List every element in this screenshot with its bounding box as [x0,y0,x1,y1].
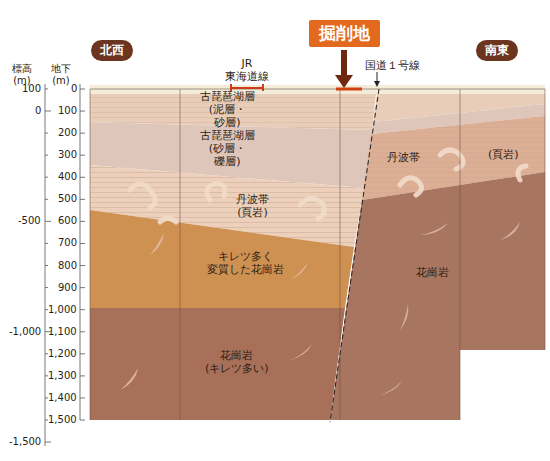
axis-tick [45,419,48,420]
axis-tick [80,309,85,310]
axis-label: 300 [58,149,77,161]
axis-label: -500 [18,215,41,227]
axis-label: 0 [35,105,41,117]
axis-tick [80,397,85,398]
node-text: 南東 [485,43,509,57]
axis-tick [80,420,85,421]
axis-tick [45,155,48,156]
axis-tick [80,111,85,112]
direction-badge: 南東 [476,40,518,61]
axis-label: -1,500 [9,436,41,448]
axis-label: 1,100 [48,326,77,338]
layer-label: 国道１号線 [365,59,420,72]
axis-label: 1,500 [48,414,77,426]
axis-tick [45,221,51,222]
axis-tick [80,155,85,156]
axis-tick [80,221,85,222]
direction-badge: 北西 [91,40,133,61]
axis-label: 1,400 [48,392,77,404]
axis-tick [45,88,48,89]
site-label-box: 掘削地 [309,20,380,47]
axis-tick [45,111,51,112]
axis-label: 600 [58,215,77,227]
axis-tick [45,199,48,200]
axis-label: 800 [58,260,77,272]
axis-tick [45,353,48,354]
layer-label: 古琵琶湖層 (砂層・礫層) [200,129,255,169]
axis-label: 1,200 [48,348,77,360]
axis-label: 0 [71,83,77,95]
axis-tick [45,243,48,244]
axis-label: -1,000 [9,326,41,338]
axis-label: 700 [58,237,77,249]
axis-label: 200 [58,127,77,139]
axis-label: 400 [58,171,77,183]
axis-tick [45,287,48,288]
axis-tick [80,177,85,178]
axis-tick [45,375,48,376]
axis-tick [45,309,48,310]
axis-tick [80,287,85,288]
layer-label: キレツ多く 変質した花崗岩 [207,250,284,276]
axis-tick [80,243,85,244]
axis-label: 1,000 [48,304,77,316]
axis-tick [80,199,85,200]
layer-label: JR 東海道線 [225,57,269,83]
axis-tick [80,353,85,354]
axis-tick [45,265,48,266]
layer-label: 花崗岩 (キレツ多い) [205,349,269,375]
layer-label: 丹波帯 (頁岩) [236,193,269,219]
layer-label: 古琵琶湖層 (泥層・砂層) [200,90,255,130]
axis-label: 500 [58,193,77,205]
axis-tick [45,397,48,398]
axis-tick [80,265,85,266]
layer-label: 花崗岩 [416,266,449,279]
layer-label: (頁岩) [488,148,519,161]
axis-tick [80,375,85,376]
axis-tick [80,89,85,90]
axis-tick [80,331,85,332]
axis-tick [80,133,85,134]
axis-label: 900 [58,282,77,294]
node-text: 北西 [100,43,124,57]
axis-tick [45,177,48,178]
axis-label: 地下 (m) [51,63,71,87]
axis-label: 100 [58,105,77,117]
layer-label: 丹波帯 [387,151,420,164]
axis-label: 1,300 [48,370,77,382]
node-text: 掘削地 [319,23,370,43]
axis-label: 100 [22,83,41,95]
axis-tick [45,133,48,134]
axis-tick [45,442,51,443]
